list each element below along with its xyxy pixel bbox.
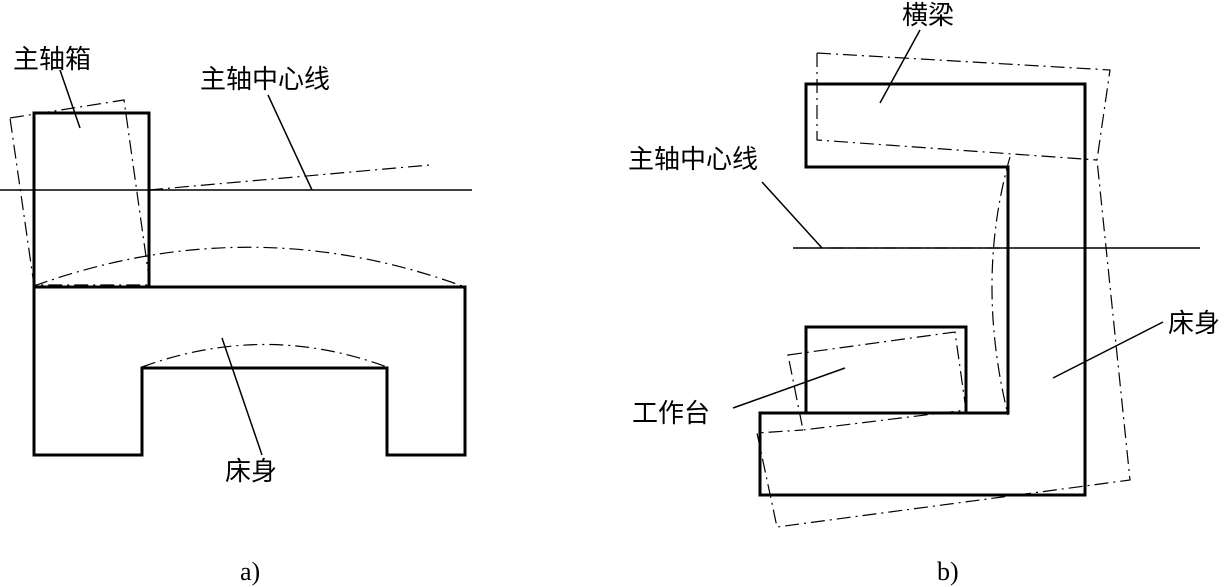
label-bed-a: 床身 — [225, 457, 277, 487]
spindle-box-deformed — [9, 99, 151, 286]
label-spindle-centerline-a: 主轴中心线 — [200, 65, 330, 95]
crossbeam-deformed-bottom — [816, 53, 1098, 161]
caption-b: b) — [937, 557, 959, 586]
bed-arch-deformed — [141, 343, 388, 368]
worktable-deformed — [787, 331, 967, 431]
leader-crossbeam — [879, 29, 921, 104]
leader-spindle-box — [59, 69, 81, 129]
label-worktable: 工作台 — [632, 399, 710, 429]
frame-outline-b — [758, 82, 1087, 497]
figure-a: 主轴箱 主轴中心线 床身 a) — [0, 45, 472, 586]
label-crossbeam: 横梁 — [902, 1, 954, 31]
bed-outline-a — [32, 285, 467, 457]
leader-centerline-a — [267, 94, 313, 191]
label-spindle-box: 主轴箱 — [13, 45, 91, 75]
leader-centerline-b — [761, 181, 823, 249]
spindle-box-outline — [32, 111, 151, 289]
label-bed-b: 床身 — [1168, 309, 1220, 339]
worktable-outline — [804, 325, 968, 415]
leader-worktable — [732, 367, 846, 409]
spindle-centerline-deformed — [148, 164, 431, 191]
leader-bed-b — [1052, 321, 1164, 379]
bed-top-deformed — [33, 246, 466, 288]
caption-a: a) — [240, 557, 260, 586]
column-deformed — [991, 156, 1011, 416]
label-spindle-centerline-b: 主轴中心线 — [628, 145, 758, 175]
frame-deformed — [756, 52, 1131, 528]
figure-b: 横梁 主轴中心线 床身 工作台 b) — [628, 1, 1220, 586]
leader-bed-a — [221, 337, 263, 456]
